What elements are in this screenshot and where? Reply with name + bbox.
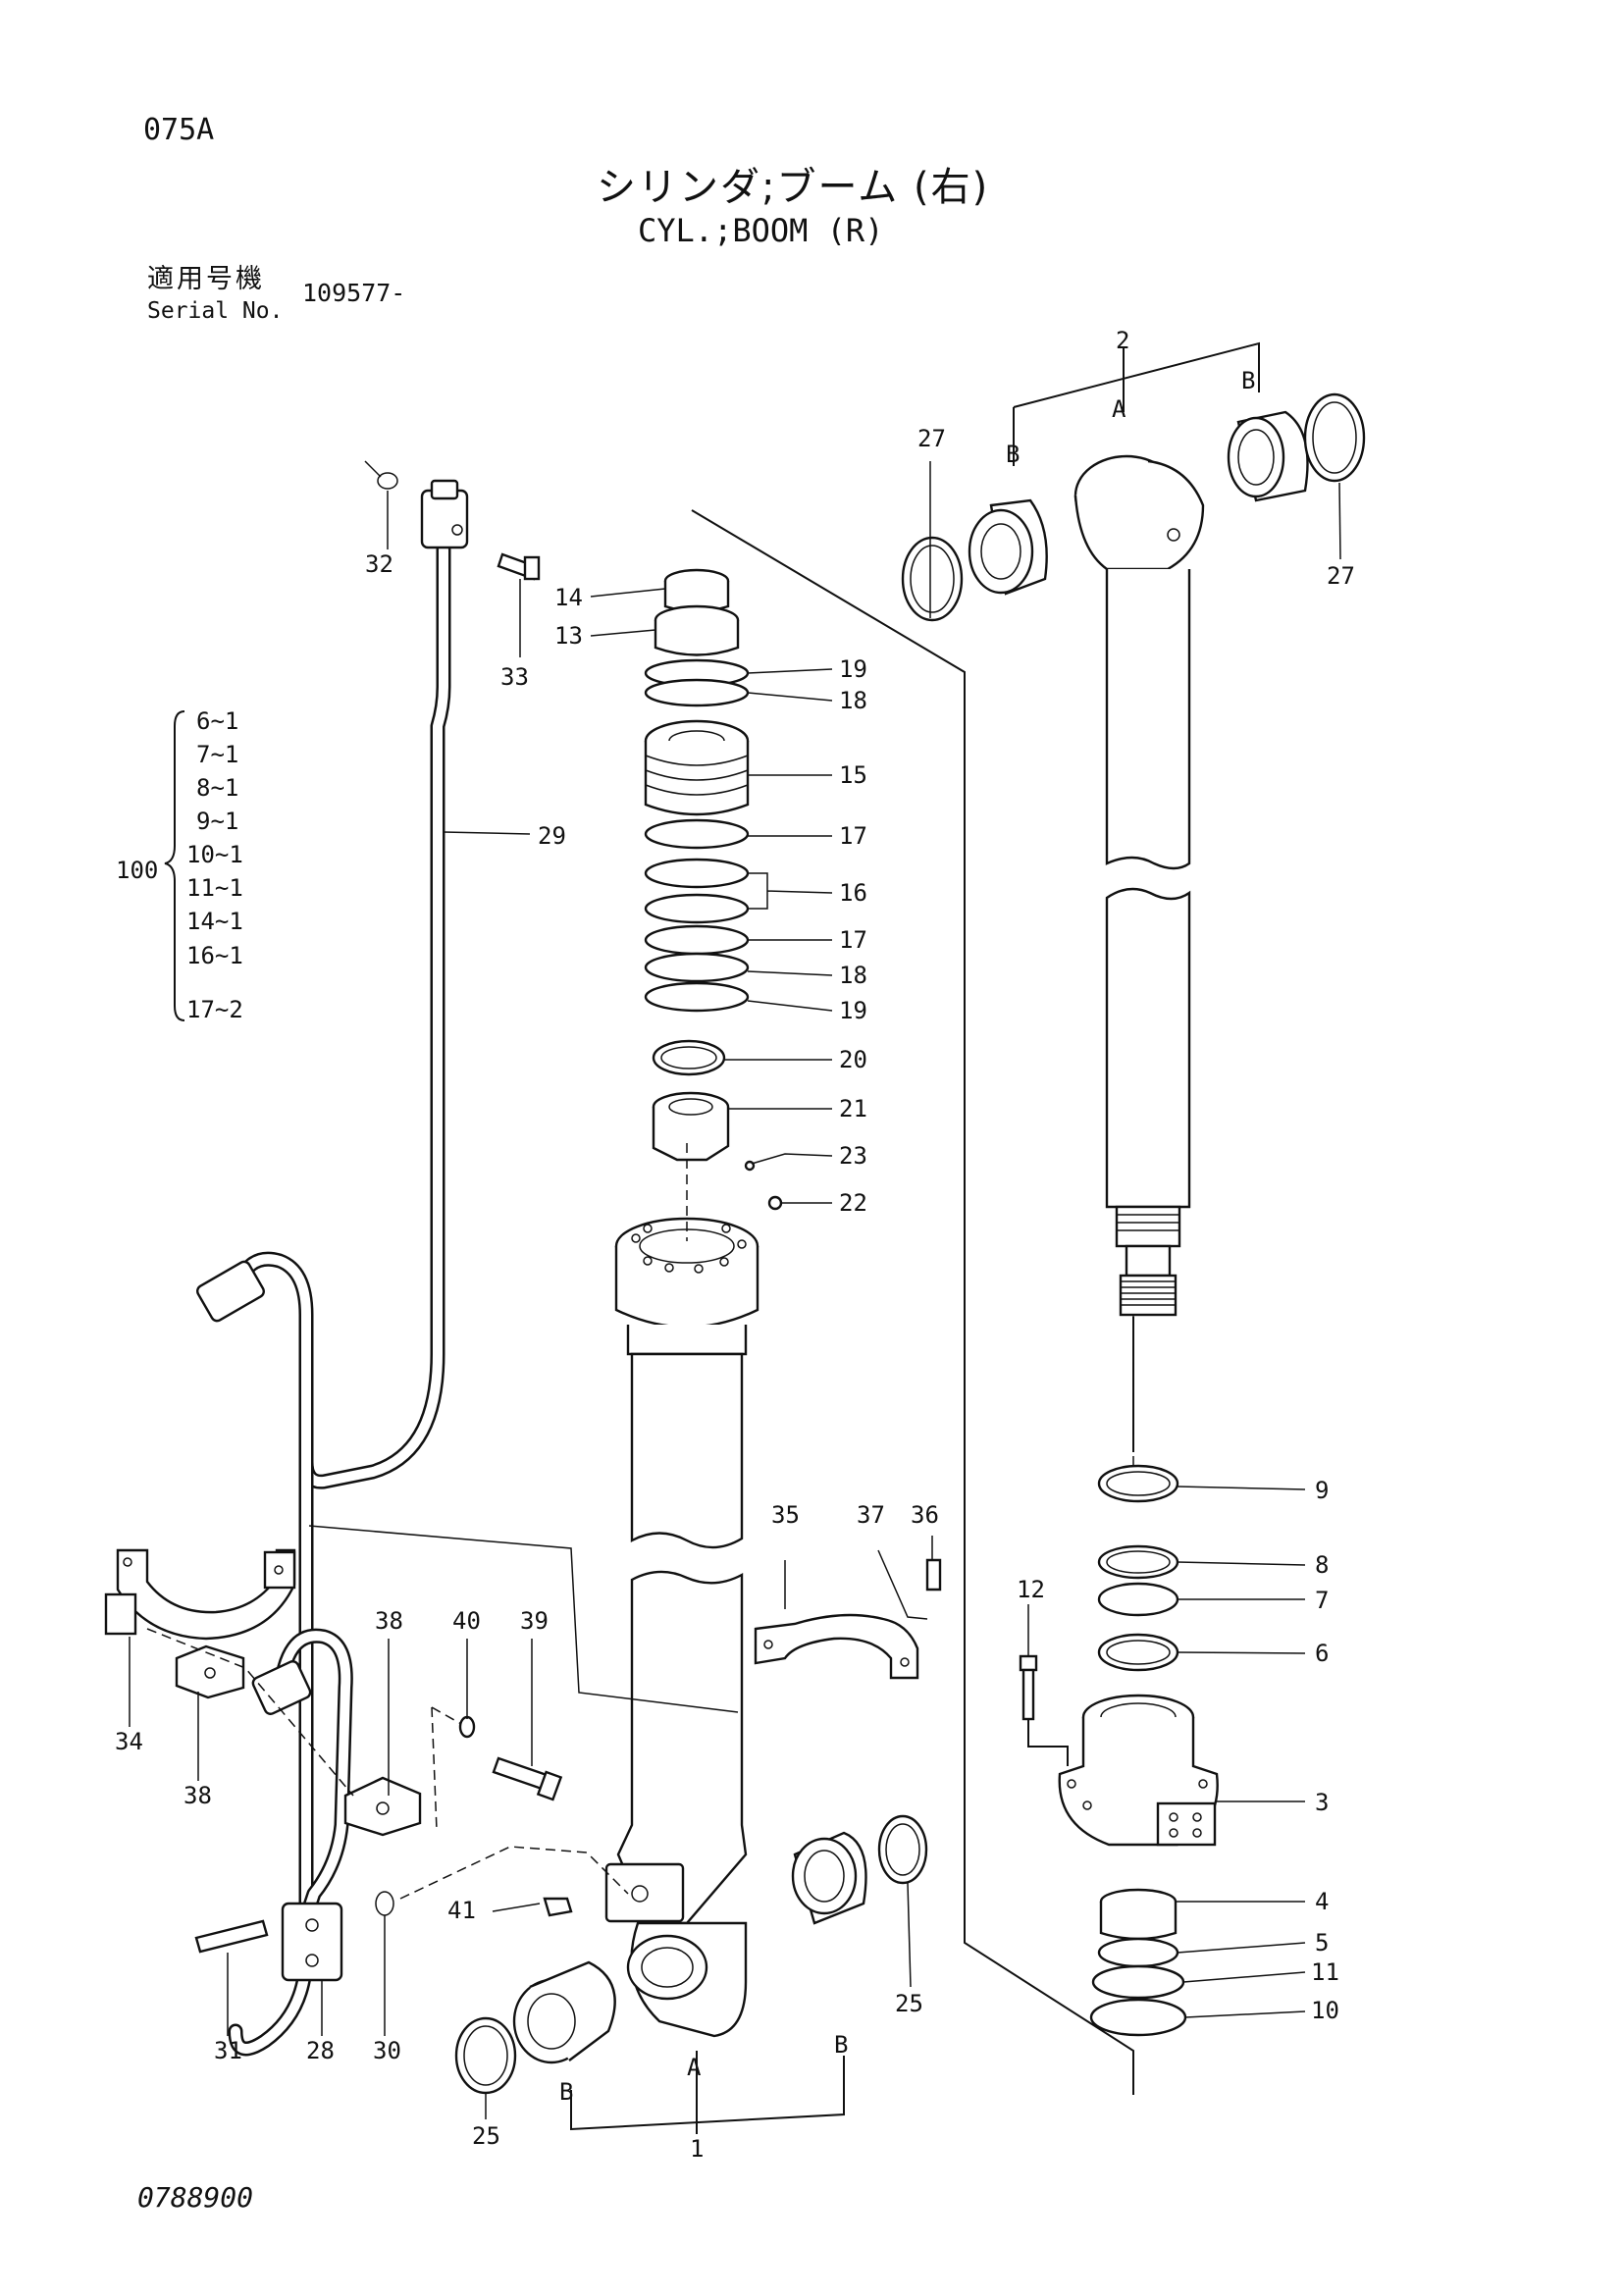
- callout-16: 16: [839, 879, 867, 907]
- piston-rod-2: [1073, 454, 1205, 1317]
- callout-18: 18: [839, 687, 867, 714]
- leader-lines: [146, 341, 1260, 2134]
- callout-22: 22: [839, 1189, 867, 1217]
- kit-item: 8~1: [196, 774, 238, 802]
- callout-10: 10: [1311, 1997, 1339, 2024]
- clamp-38-left: [175, 1644, 245, 1699]
- bushing-top-left: [968, 498, 1048, 596]
- callout-1: 1: [690, 2135, 704, 2163]
- callout-23: 23: [839, 1142, 867, 1170]
- kit-100-bracket: 100 6~1 7~1 8~1 9~1 10~1 11~1 14~1 16~1 …: [116, 707, 243, 1023]
- callout-9: 9: [1315, 1477, 1329, 1504]
- seal-25-right: [877, 1814, 928, 1885]
- letter-a-top: A: [1112, 395, 1126, 423]
- callout-19: 19: [839, 997, 867, 1024]
- clamp-35: [754, 1613, 919, 1680]
- callout-12: 12: [1017, 1576, 1045, 1603]
- seal-27-left: [901, 536, 964, 622]
- flange-bolt-holes: [631, 1224, 747, 1274]
- callout-15: 15: [839, 761, 867, 789]
- callout-5: 5: [1315, 1929, 1329, 1957]
- callout-38: 38: [183, 1782, 212, 1809]
- callout-13: 13: [554, 622, 583, 650]
- cylinder-tube-1: [543, 1217, 759, 2038]
- callout-35: 35: [771, 1501, 800, 1529]
- callout-3: 3: [1315, 1789, 1329, 1816]
- kit-item: 7~1: [196, 741, 238, 768]
- serial-label-english: Serial No.: [147, 298, 284, 324]
- callout-29: 29: [538, 822, 566, 850]
- callout-25: 25: [472, 2122, 500, 2150]
- callout-41: 41: [447, 1897, 476, 1924]
- kit-item: 10~1: [186, 841, 243, 868]
- callout-31: 31: [214, 2037, 242, 2064]
- kit-item: 6~1: [196, 707, 238, 735]
- gland-parts: [644, 568, 783, 1211]
- callout-7: 7: [1315, 1587, 1329, 1614]
- callout-8: 8: [1315, 1551, 1329, 1579]
- bolt-36: [925, 1558, 942, 1592]
- letter-b-bottom-right: B: [834, 2031, 848, 2059]
- callout-leaders: [129, 461, 1341, 2119]
- document-number: 0788900: [137, 2181, 254, 2214]
- callout-18: 18: [839, 962, 867, 989]
- callout-39: 39: [520, 1607, 549, 1635]
- callout-20: 20: [839, 1046, 867, 1073]
- bushing-left-bottom: [512, 1960, 616, 2064]
- page-code: 075A: [143, 113, 215, 147]
- rod-side-parts: [1019, 1464, 1219, 2037]
- callout-33: 33: [500, 663, 529, 691]
- bushing-right-bottom: [791, 1831, 867, 1925]
- kit-item: 17~2: [186, 996, 243, 1023]
- letter-a-bottom: A: [687, 2054, 702, 2081]
- page-title-english: CYL.;BOOM (R): [638, 212, 884, 249]
- pipe-29: [298, 460, 541, 1489]
- bolt-39: [458, 1715, 563, 1801]
- callout-27: 27: [1327, 562, 1355, 590]
- serial-label-japanese: 適用号機: [147, 264, 265, 294]
- callout-labels: 14 13 19 18 15 17 16 17 18 19 20 21 23 2…: [115, 327, 1355, 2163]
- callout-11: 11: [1311, 1958, 1339, 1986]
- letter-b-top-left: B: [1006, 441, 1020, 468]
- seal-27-right: [1303, 392, 1366, 483]
- letter-b-bottom-left: B: [559, 2078, 573, 2106]
- callout-32: 32: [365, 550, 393, 578]
- callout-17: 17: [839, 926, 867, 954]
- callout-19: 19: [839, 655, 867, 683]
- callout-2: 2: [1116, 327, 1129, 354]
- kit-number-label: 100: [116, 857, 158, 884]
- kit-item: 9~1: [196, 808, 238, 835]
- callout-38: 38: [375, 1607, 403, 1635]
- callout-17: 17: [839, 822, 867, 850]
- kit-item: 16~1: [186, 942, 243, 969]
- page-title-japanese: シリンダ;ブーム (右): [597, 165, 990, 210]
- callout-21: 21: [839, 1095, 867, 1122]
- letter-b-top-right: B: [1241, 367, 1255, 394]
- clamp-34: [104, 1548, 296, 1641]
- callout-25: 25: [895, 1990, 923, 2017]
- callout-6: 6: [1315, 1640, 1329, 1667]
- callout-30: 30: [373, 2037, 401, 2064]
- kit-item: 14~1: [186, 908, 243, 935]
- kit-item: 11~1: [186, 874, 243, 902]
- callout-14: 14: [554, 584, 583, 611]
- seal-25-left: [454, 2016, 517, 2095]
- clamp-38-right: [343, 1776, 422, 1837]
- callout-4: 4: [1315, 1888, 1329, 1915]
- callout-37: 37: [857, 1501, 885, 1529]
- callout-34: 34: [115, 1728, 143, 1755]
- bushing-top-right: [1227, 410, 1309, 502]
- callout-36: 36: [911, 1501, 939, 1529]
- callout-28: 28: [306, 2037, 335, 2064]
- serial-number-value: 109577-: [302, 279, 406, 307]
- callout-27: 27: [917, 425, 946, 452]
- pipe-lower-left: [194, 1251, 394, 2057]
- callout-40: 40: [452, 1607, 481, 1635]
